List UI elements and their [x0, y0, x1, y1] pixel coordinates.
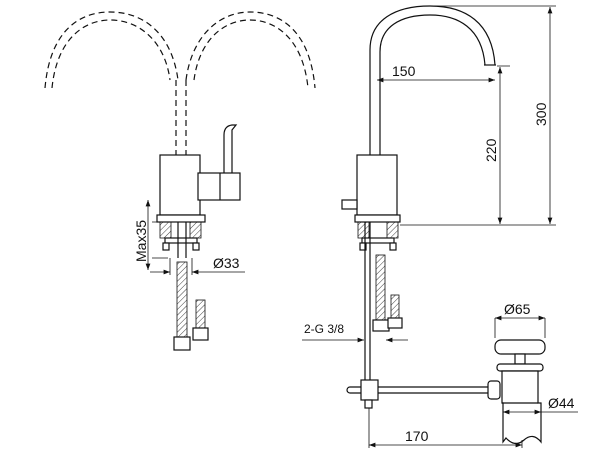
side-view-right: 150 220 300 2-G 3/8 Ø65 Ø44 170 [302, 5, 578, 448]
dim-170-label: 170 [405, 428, 429, 444]
dim-300-label: 300 [533, 102, 549, 126]
swivel-arc-right [185, 11, 316, 89]
handle-block [197, 172, 241, 201]
faucet-body [159, 154, 201, 216]
o33-label: Ø33 [213, 255, 240, 271]
pop-up-knob [341, 199, 358, 210]
hose-nut-2 [192, 327, 209, 341]
pop-up-drain [487, 339, 546, 445]
dim-150-label: 150 [392, 63, 416, 79]
dim-220-label: 220 [483, 138, 499, 162]
lever [223, 124, 238, 173]
hose-nut-1 [173, 336, 191, 351]
o44-label: Ø44 [548, 395, 575, 411]
faucet-body-front [356, 154, 398, 216]
hose-2 [195, 299, 206, 329]
side-view-left: Max35 Ø33 [44, 11, 316, 351]
spout-dashed [175, 80, 187, 155]
o65-label: Ø65 [504, 301, 531, 317]
spout [369, 5, 496, 155]
hose-1 [176, 261, 188, 338]
rod-clamp [360, 379, 379, 401]
swivel-arc-left [44, 11, 179, 89]
base-plate [156, 214, 206, 223]
connection-label: 2-G 3/8 [304, 322, 344, 336]
max35-label: Max35 [133, 220, 149, 262]
